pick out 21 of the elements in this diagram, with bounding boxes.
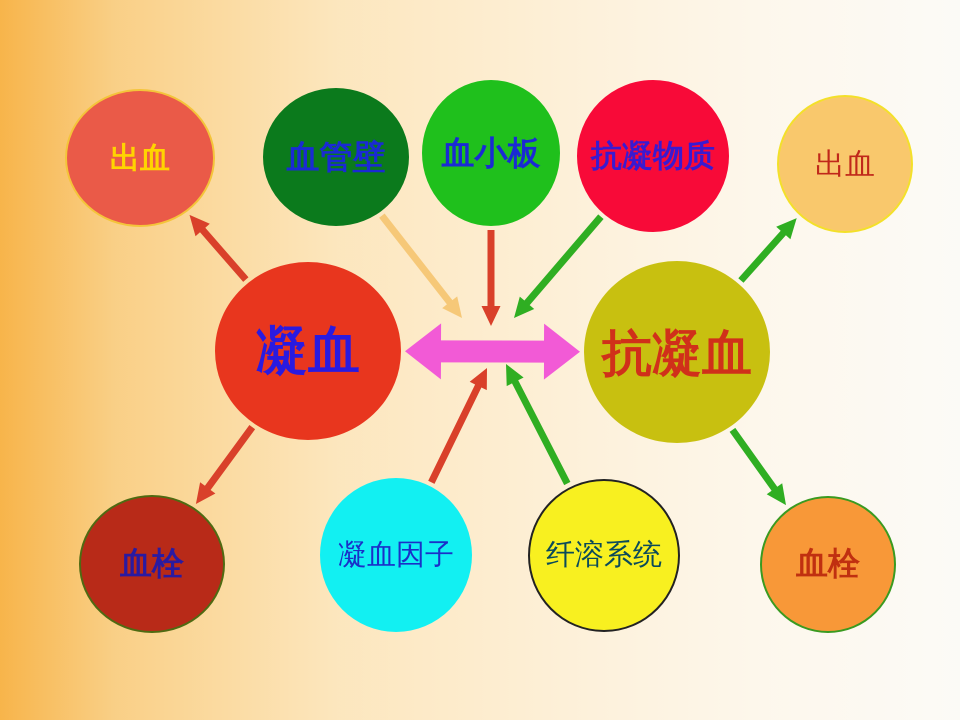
arrow xyxy=(506,364,570,486)
node-label: 凝血因子 xyxy=(338,539,454,571)
arrow xyxy=(379,214,462,318)
node-label: 血管壁 xyxy=(286,138,386,176)
node-label: 抗凝血 xyxy=(602,324,752,380)
node-label: 血小板 xyxy=(442,134,540,172)
node-label: 凝血 xyxy=(256,322,360,380)
arrow xyxy=(428,368,487,484)
node-label: 纤溶系统 xyxy=(546,539,662,571)
arrow xyxy=(190,214,248,282)
node-label: 血栓 xyxy=(120,546,184,582)
arrow xyxy=(514,214,604,318)
arrow xyxy=(730,428,786,506)
double-arrow xyxy=(405,323,580,380)
arrow xyxy=(196,425,256,504)
arrow xyxy=(482,230,500,326)
node-label: 抗凝物质 xyxy=(591,138,715,174)
node-label: 出血 xyxy=(110,142,170,174)
node-label: 血栓 xyxy=(796,546,860,582)
arrow xyxy=(738,218,797,283)
node-label: 出血 xyxy=(815,148,875,180)
